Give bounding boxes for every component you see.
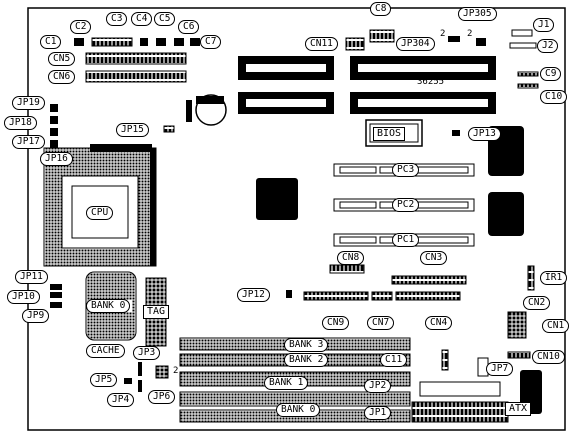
c1-label: C1 bbox=[40, 35, 62, 49]
j2-connector bbox=[509, 42, 537, 49]
jp3-label: JP3 bbox=[133, 346, 161, 360]
jp1-label: JP1 bbox=[364, 406, 392, 420]
jp5-label: JP5 bbox=[90, 373, 118, 387]
c4-label: C4 bbox=[131, 12, 153, 26]
cn7-label: CN7 bbox=[367, 316, 395, 330]
cn8-label: CN8 bbox=[337, 251, 365, 265]
jp15-jumper bbox=[163, 125, 175, 133]
cn9-label: CN9 bbox=[322, 316, 350, 330]
cn3-header bbox=[391, 275, 467, 285]
pc2-label: PC2 bbox=[392, 198, 420, 212]
jp17-label: JP17 bbox=[12, 135, 45, 149]
tag-label: TAG bbox=[143, 305, 170, 319]
bank2-label: BANK 2 bbox=[284, 353, 329, 367]
c5-label: C5 bbox=[154, 12, 176, 26]
c3-label: C3 bbox=[106, 12, 128, 26]
battery bbox=[186, 94, 227, 126]
cn10-label: CN10 bbox=[532, 350, 565, 364]
cn10-header bbox=[507, 351, 531, 359]
atx-label: ATX bbox=[505, 402, 532, 416]
jp13-label: JP13 bbox=[468, 127, 501, 141]
jp6-pin2-label: 2 bbox=[173, 366, 179, 376]
isa-slots bbox=[238, 56, 496, 114]
c2-label: C2 bbox=[70, 20, 92, 34]
bank0-cache-label: BANK 0 bbox=[86, 299, 131, 313]
cn3-label: CN3 bbox=[420, 251, 448, 265]
cn6-label: CN6 bbox=[48, 70, 76, 84]
chip-36255-label: 36255 bbox=[417, 77, 445, 87]
c9-header bbox=[517, 71, 539, 77]
jp4-label: JP4 bbox=[107, 393, 135, 407]
cn2-label: CN2 bbox=[523, 296, 551, 310]
cn5-header bbox=[85, 52, 187, 65]
ir1-label: IR1 bbox=[540, 271, 568, 285]
jp12-label: JP12 bbox=[237, 288, 270, 302]
cn8-header bbox=[329, 264, 365, 274]
j2-label: J2 bbox=[537, 39, 559, 53]
ir1-header bbox=[527, 265, 535, 291]
cache-label: CACHE bbox=[86, 344, 125, 358]
j1-connector bbox=[511, 29, 533, 37]
jp304-pin2-label: 2 bbox=[440, 29, 446, 39]
c6-label: C6 bbox=[178, 20, 200, 34]
c7-label: C7 bbox=[200, 35, 222, 49]
jp305-label: JP305 bbox=[458, 7, 497, 21]
c8-label: C8 bbox=[370, 2, 392, 16]
cn11-label: CN11 bbox=[305, 37, 338, 51]
cn4-label: CN4 bbox=[425, 316, 453, 330]
jp15-label: JP15 bbox=[116, 123, 149, 137]
cn2-header bbox=[507, 311, 527, 339]
j1-label: J1 bbox=[533, 18, 555, 32]
jp18-label: JP18 bbox=[4, 116, 37, 130]
bank3-label: BANK 3 bbox=[284, 338, 329, 352]
c11-header bbox=[441, 349, 449, 371]
pc3-label: PC3 bbox=[392, 163, 420, 177]
jp10-label: JP10 bbox=[7, 290, 40, 304]
jp19-label: JP19 bbox=[12, 96, 45, 110]
c10-header bbox=[517, 83, 539, 89]
cn1-label: CN1 bbox=[542, 319, 570, 333]
cn9-header bbox=[303, 291, 369, 301]
c9-label: C9 bbox=[540, 67, 562, 81]
jp12-jumper bbox=[286, 290, 292, 298]
c10-label: C10 bbox=[540, 90, 568, 104]
bottom-left-jumpers bbox=[124, 362, 169, 392]
c11-label: C11 bbox=[380, 353, 408, 367]
bios-label: BIOS bbox=[373, 127, 406, 141]
jp11-label: JP11 bbox=[15, 270, 48, 284]
bank0-label: BANK 0 bbox=[276, 403, 321, 417]
cn5-label: CN5 bbox=[48, 52, 76, 66]
bank1-label: BANK 1 bbox=[264, 376, 309, 390]
jp305-pin2-label: 2 bbox=[467, 29, 473, 39]
left-jumpers bbox=[50, 104, 62, 308]
jp16-label: JP16 bbox=[40, 152, 73, 166]
jp7-label: JP7 bbox=[486, 362, 514, 376]
jp304-label: JP304 bbox=[396, 37, 435, 51]
cn7-header bbox=[371, 291, 393, 301]
jp6-label: JP6 bbox=[148, 390, 176, 404]
jp13-jumper bbox=[452, 130, 460, 136]
capacitor-headers bbox=[74, 29, 486, 47]
cpu-label: CPU bbox=[86, 206, 114, 220]
cn4-header bbox=[395, 291, 461, 301]
jp9-label: JP9 bbox=[22, 309, 50, 323]
cn11-header bbox=[345, 37, 365, 51]
pc1-label: PC1 bbox=[392, 233, 420, 247]
cn6-header bbox=[85, 70, 187, 83]
jp2-label: JP2 bbox=[364, 379, 392, 393]
